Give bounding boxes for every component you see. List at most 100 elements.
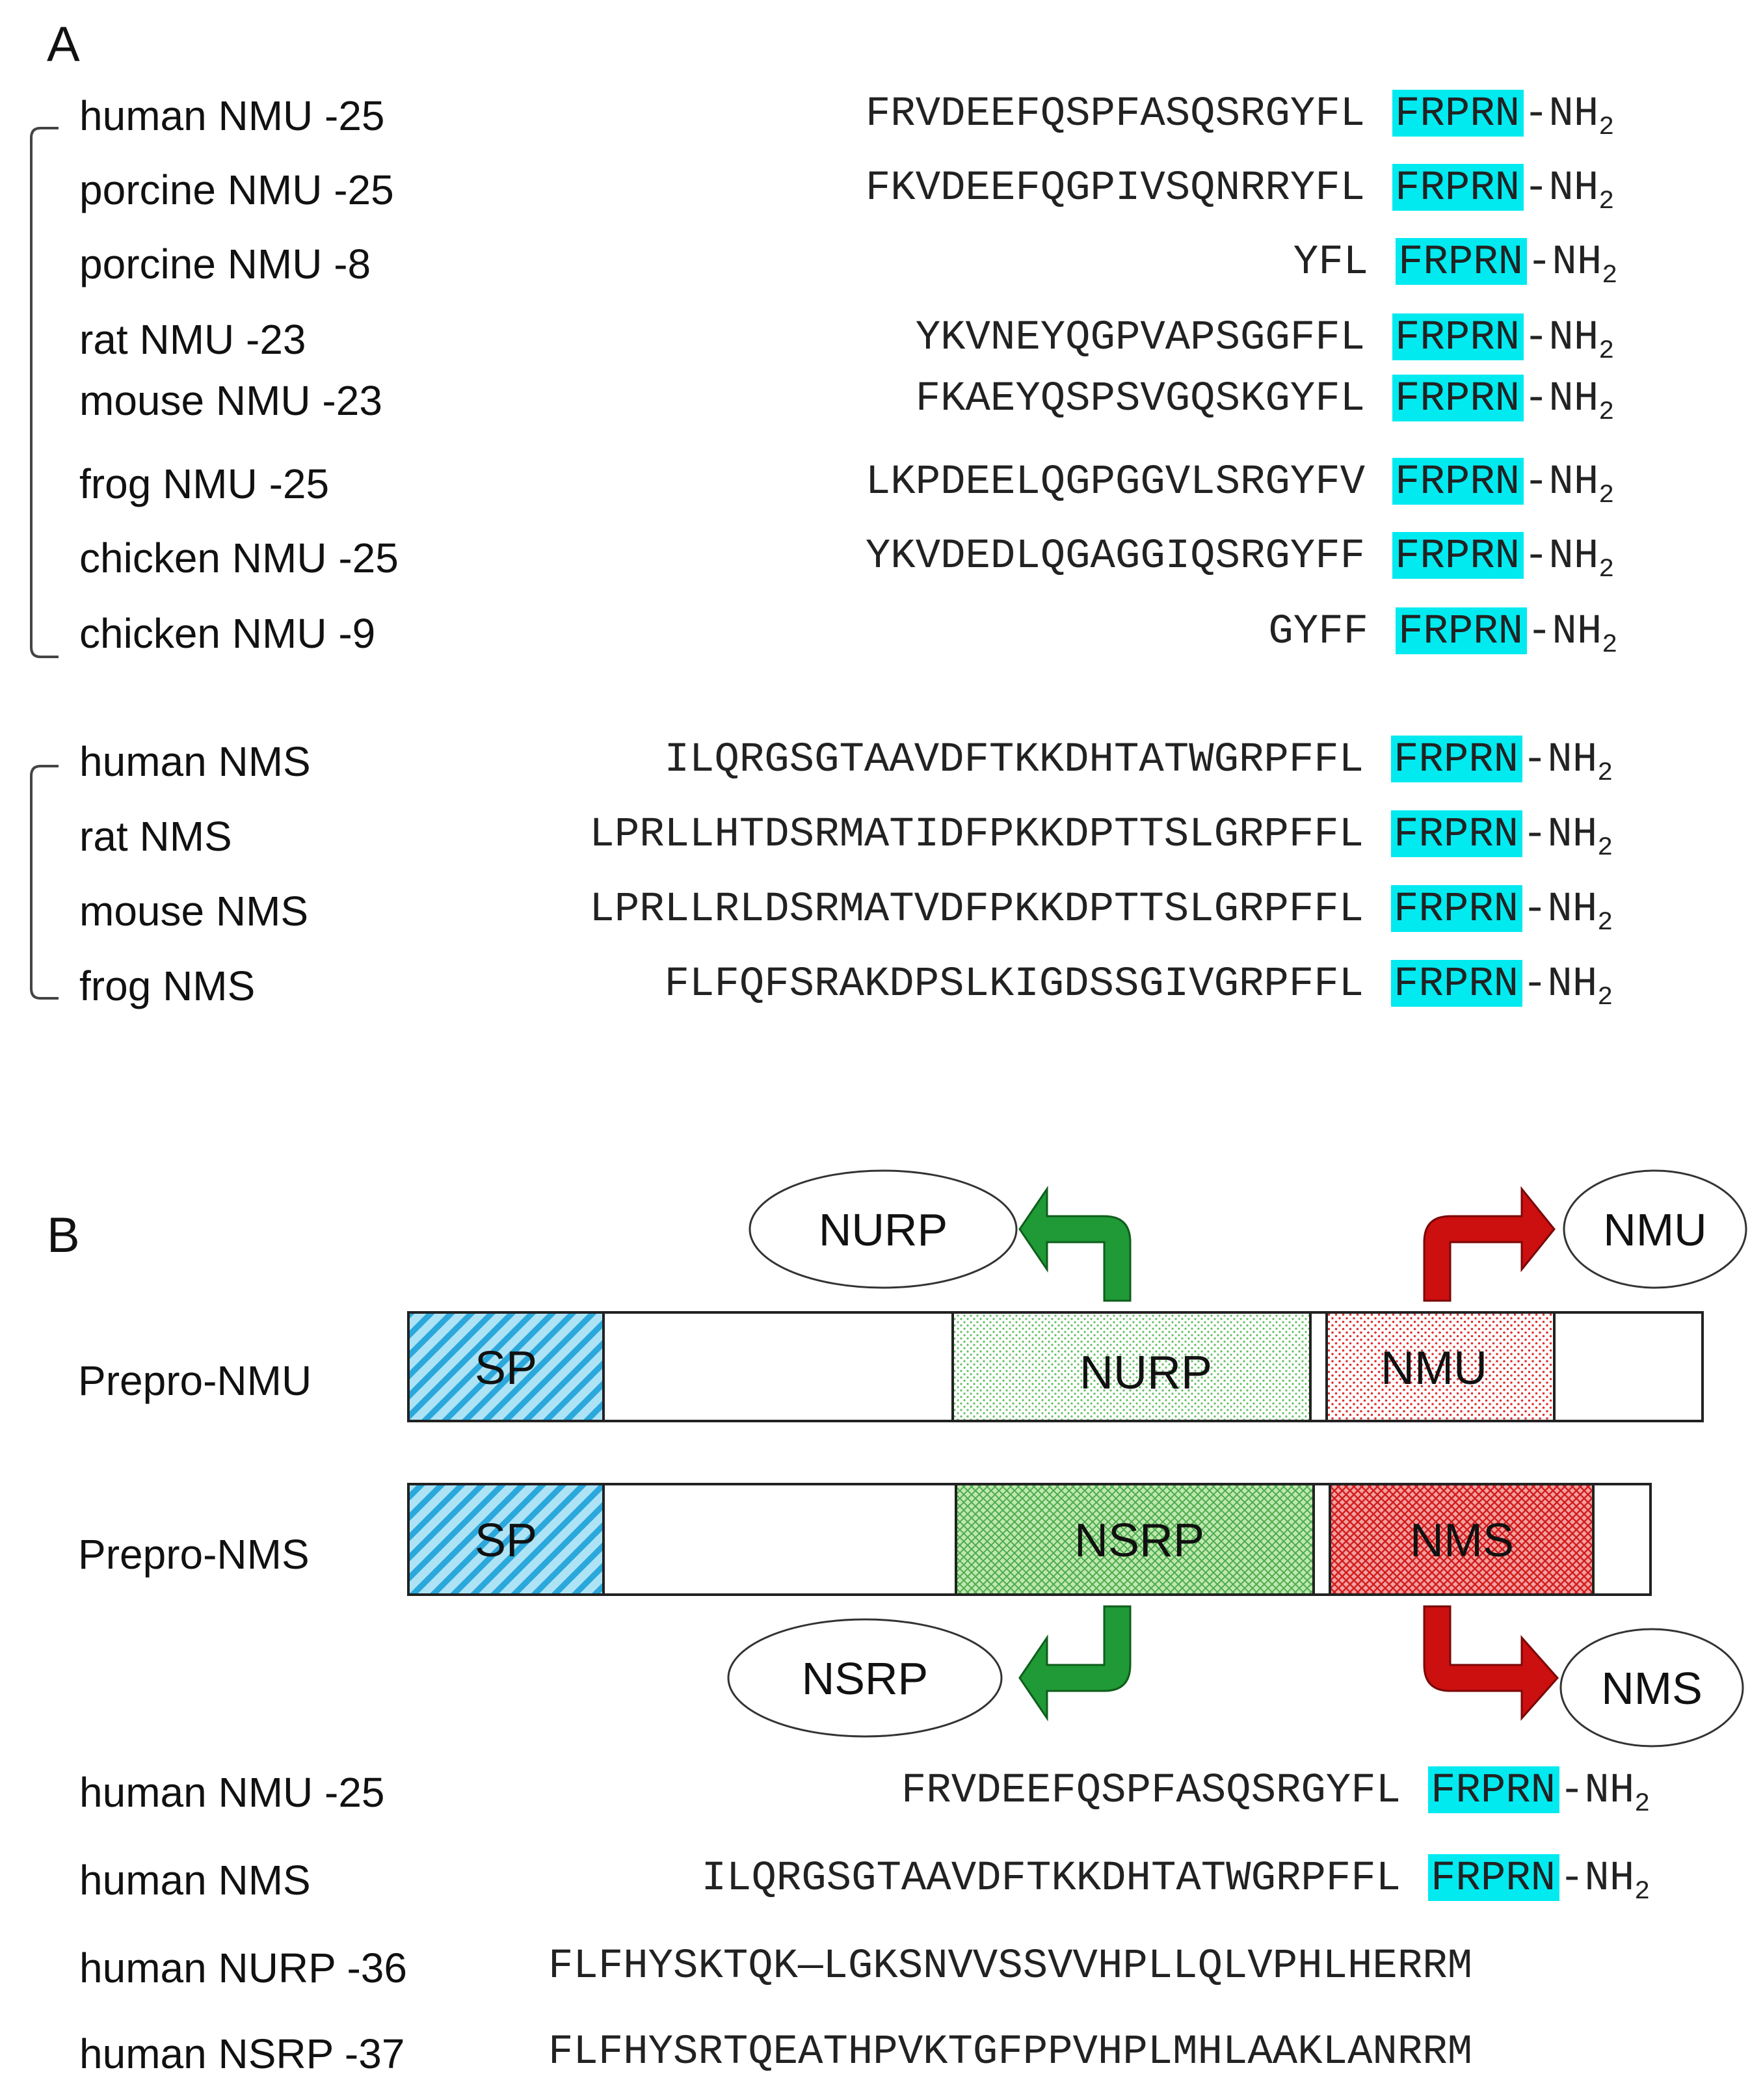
amide-suffix: -NH	[1522, 961, 1597, 1008]
sequence-prefix: FRVDEEFQSPFASQSRGYFL	[866, 91, 1365, 138]
nmu-sp-segment	[407, 1311, 605, 1422]
amide-suffix: -NH	[1524, 91, 1598, 138]
amide-suffix: -NH	[1522, 886, 1597, 933]
amide-subscript: 2	[1597, 983, 1613, 1013]
sequence-prefix: YFL	[1293, 239, 1368, 286]
nms-release-arrow	[1423, 1605, 1559, 1721]
sequence-prefix: YKVNEYQGPVAPSGGFFL	[916, 315, 1365, 362]
amide-subscript: 2	[1634, 1878, 1650, 1907]
nms-sp-text: SP	[475, 1515, 537, 1567]
amide-suffix: -NH	[1524, 315, 1598, 362]
species-label: human NMU -25	[79, 92, 385, 139]
motif-highlight	[1392, 90, 1524, 137]
nmu-release-arrow	[1423, 1186, 1556, 1302]
nms-segment	[1329, 1483, 1595, 1596]
motif-highlight	[1396, 238, 1527, 285]
frprn-motif: FRPRN	[1394, 886, 1518, 933]
nms-product-ellipse	[1559, 1628, 1744, 1748]
amide-suffix: -NH	[1522, 737, 1597, 784]
motif-highlight	[1391, 960, 1522, 1007]
sequence-prefix: FLFQFSRAKDPSLKIGDSSGIVGRPFFL	[665, 961, 1364, 1008]
nurp-release-arrow	[1018, 1186, 1132, 1302]
amide-subscript: 2	[1598, 555, 1614, 585]
amide-subscript: 2	[1597, 759, 1613, 788]
prepro-nms-bar: SP NSRP NMS	[407, 1483, 1652, 1596]
sequence-prefix: GYFF	[1268, 609, 1368, 656]
amide-subscript: 2	[1598, 481, 1614, 511]
species-label: chicken NMU -25	[79, 535, 399, 581]
prepro-nms-label: Prepro-NMS	[78, 1531, 310, 1578]
nms-bracket	[30, 765, 59, 1000]
amide-subscript: 2	[1602, 261, 1617, 291]
nmu-product-text: NMU	[1603, 1204, 1706, 1255]
motif-highlight	[1392, 164, 1524, 211]
amide-subscript: 2	[1634, 1790, 1650, 1819]
species-label: human NURP -36	[79, 1945, 407, 1991]
nsrp-segment	[955, 1483, 1315, 1596]
motif-highlight	[1392, 313, 1524, 360]
species-label: mouse NMU -23	[79, 377, 382, 424]
motif-highlight	[1391, 885, 1522, 932]
amide-subscript: 2	[1598, 113, 1614, 142]
nms-sp-segment	[407, 1483, 605, 1596]
amide-subscript: 2	[1598, 337, 1614, 366]
motif-highlight	[1392, 375, 1524, 421]
frprn-motif: FRPRN	[1395, 533, 1520, 580]
nurp-segment-text: NURP	[1080, 1347, 1212, 1399]
sequence-prefix: FKVDEEFQGPIVSQNRRYFL	[866, 165, 1365, 212]
sequence-prefix: ILQRGSGTAAVDFTKKDHTATWGRPFFL	[702, 1855, 1401, 1902]
amide-suffix: -NH	[1522, 812, 1597, 858]
amide-suffix: -NH	[1527, 609, 1602, 656]
amide-subscript: 2	[1602, 631, 1617, 660]
amide-subscript: 2	[1598, 398, 1614, 427]
amide-suffix: -NH	[1559, 1768, 1634, 1814]
motif-highlight	[1391, 810, 1522, 857]
sequence-prefix: LPRLLRLDSRMATVDFPKKDPTTSLGRPFFL	[589, 886, 1364, 933]
sequence-row: human NMS ILQRGSGTAAVDFTKKDHTATWGRPFFL FRP…	[79, 1854, 1650, 1907]
nms-segment-text: NMS	[1410, 1515, 1514, 1567]
amide-subscript: 2	[1597, 909, 1613, 938]
species-label: rat NMS	[79, 813, 232, 860]
prepro-nmu-bar: SP NURP NMU	[407, 1311, 1704, 1422]
frprn-motif: FRPRN	[1398, 609, 1523, 656]
nsrp-release-arrow	[1018, 1605, 1132, 1721]
sequence-row: chicken NMU -25 YKVDEDLQGAGGIQSRGYFF FRPRN…	[79, 532, 1614, 585]
amide-suffix: -NH	[1524, 376, 1598, 423]
nsrp-product-ellipse	[727, 1618, 1003, 1738]
nurp-product-text: NURP	[819, 1204, 948, 1255]
species-label: human NSRP -37	[79, 2030, 404, 2077]
nmu-sp-text: SP	[475, 1342, 537, 1394]
nms-product-text: NMS	[1601, 1663, 1703, 1714]
motif-highlight	[1392, 532, 1524, 579]
sequence-prefix: YKVDEDLQGAGGIQSRGYFF	[866, 533, 1365, 580]
amide-suffix: -NH	[1559, 1855, 1634, 1902]
frprn-motif: FRPRN	[1431, 1855, 1556, 1902]
nmu-segment	[1325, 1311, 1556, 1422]
amide-subscript: 2	[1597, 834, 1613, 863]
nmu-segment-text: NMU	[1381, 1342, 1487, 1394]
amide-subscript: 2	[1598, 187, 1614, 217]
nurp-product-ellipse	[749, 1169, 1018, 1289]
sequence-prefix: ILQRGSGTAAVDFTKKDHTATWGRPFFL	[665, 737, 1364, 784]
amide-suffix: -NH	[1527, 239, 1602, 286]
species-label: human NMS	[79, 738, 311, 785]
peptide-sequence: FLFHYSKTQK—LGKSNVVSSVVHPLLQLVPHLHERRM	[548, 1943, 1472, 1990]
sequence-prefix: LKPDEELQGPGGVLSRGYFV	[866, 459, 1366, 506]
motif-highlight	[1396, 607, 1527, 654]
frprn-motif: FRPRN	[1431, 1768, 1556, 1814]
nms-alignment: human NMS ILQRGSGTAAVDFTKKDHTATWGRPFFL FRP…	[79, 736, 1613, 1013]
species-label: porcine NMU -8	[79, 241, 371, 287]
motif-highlight	[1392, 458, 1524, 505]
species-label: human NMS	[79, 1857, 311, 1904]
panel-b-label: B	[47, 1208, 80, 1263]
prepro-nmu-label: Prepro-NMU	[78, 1357, 312, 1404]
species-label: chicken NMU -9	[79, 610, 375, 657]
